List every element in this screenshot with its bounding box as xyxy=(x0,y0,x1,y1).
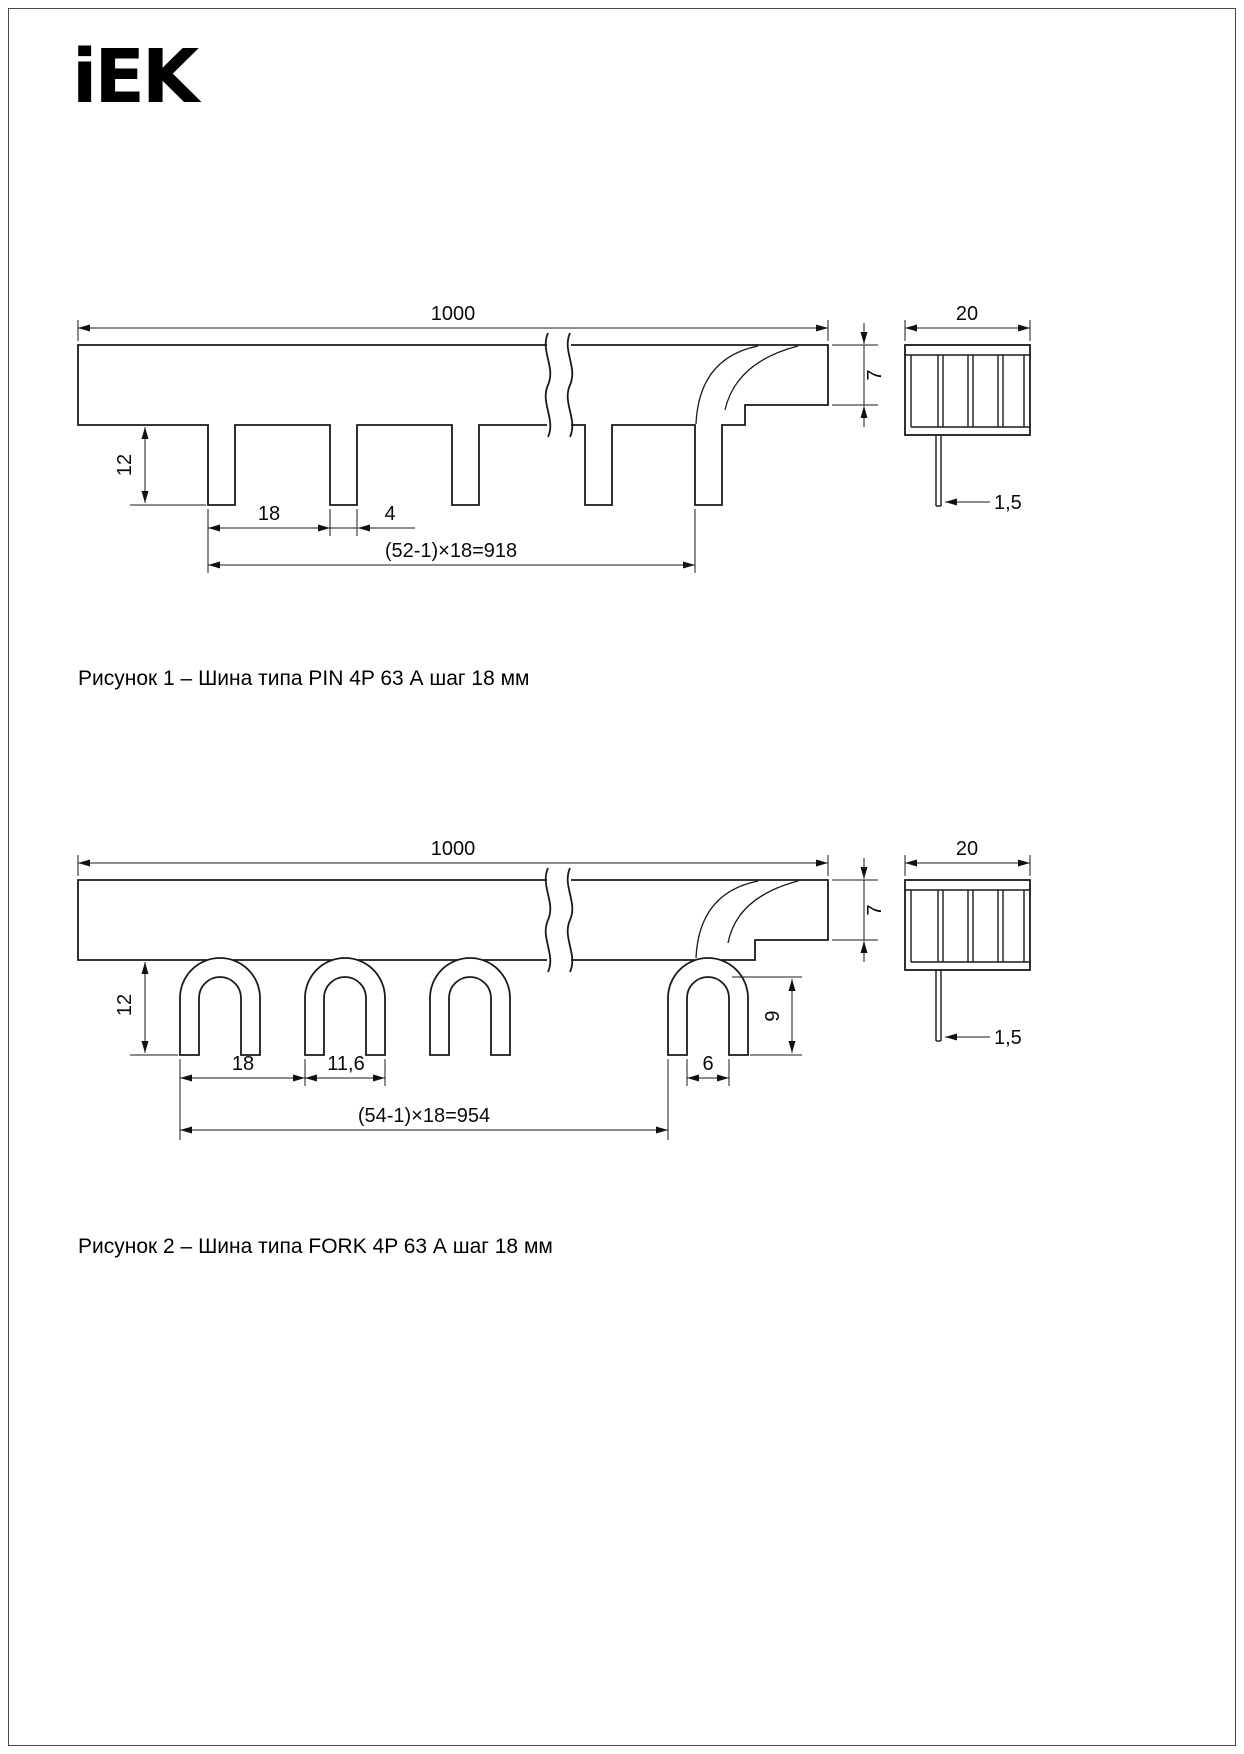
fig1-dim-overall-label: (52-1)×18=918 xyxy=(385,540,517,562)
fig2-fork-4 xyxy=(667,957,749,1056)
fig1-conductor-bend-inner xyxy=(724,345,799,411)
fig2-dim-overall-label: (54-1)×18=954 xyxy=(358,1105,490,1127)
fig2-dim-section-width-label: 20 xyxy=(956,838,978,860)
fig2-dim-fork-width-label: 11,6 xyxy=(327,1053,364,1075)
fig2-cross-section xyxy=(904,879,1031,1042)
fig1-dimensions: 1000 20 7 12 18 4 xyxy=(77,303,1031,573)
fig1-dim-material-label: 1,5 xyxy=(994,492,1022,514)
fig1-break-line-right xyxy=(566,332,574,438)
fig2-break-line-right xyxy=(566,867,574,973)
fig1-dim-pin-length-label: 12 xyxy=(114,454,136,476)
fig2-conductor-bend-outer xyxy=(695,880,759,959)
fig2-dimensions: 1000 20 7 12 18 11,6 xyxy=(77,838,1031,1140)
fig1-dim-pitch-label: 18 xyxy=(258,503,280,525)
fig2-dim-length-label: 1000 xyxy=(431,838,476,860)
fig1-dim-thickness-label: 7 xyxy=(864,369,886,380)
fig2-break-line-left xyxy=(544,867,552,973)
fig2-fork-2 xyxy=(304,957,386,1056)
fig1-conductor-bend-outer xyxy=(695,345,759,425)
fig2-conductor-bend-inner xyxy=(727,880,799,944)
fig1-busbar-view xyxy=(77,332,829,506)
fig1-break-line-left xyxy=(544,332,552,438)
figure2-caption: Рисунок 2 – Шина типа FORK 4P 63 А шаг 1… xyxy=(78,1235,553,1258)
iek-logo: iEK xyxy=(72,34,199,120)
fig2-busbar-view xyxy=(77,867,829,1056)
fig2-fork-1 xyxy=(179,957,261,1056)
fig1-dim-section-width-label: 20 xyxy=(956,303,978,325)
fig1-dim-length-label: 1000 xyxy=(431,303,476,325)
fig2-dim-fork-depth-label: 9 xyxy=(762,1010,784,1021)
fig2-busbar-body xyxy=(77,879,829,961)
fig2-dim-thickness-label: 7 xyxy=(864,904,886,915)
fig2-dim-pin-length-label: 12 xyxy=(114,994,136,1016)
fig2-dim-pitch-label: 18 xyxy=(232,1053,254,1075)
figure1-caption: Рисунок 1 – Шина типа PIN 4P 63 А шаг 18… xyxy=(78,667,530,690)
fig1-busbar-body xyxy=(77,344,829,506)
fig1-dim-pin-width-label: 4 xyxy=(384,503,395,525)
fig2-fork-3 xyxy=(429,957,511,1056)
fig1-break-mask xyxy=(547,340,571,430)
fig2-break-mask xyxy=(547,875,571,965)
fig2-dim-material-label: 1,5 xyxy=(994,1027,1022,1049)
fig2-dim-fork-gap-label: 6 xyxy=(702,1053,713,1075)
fig1-cross-section xyxy=(904,344,1031,507)
